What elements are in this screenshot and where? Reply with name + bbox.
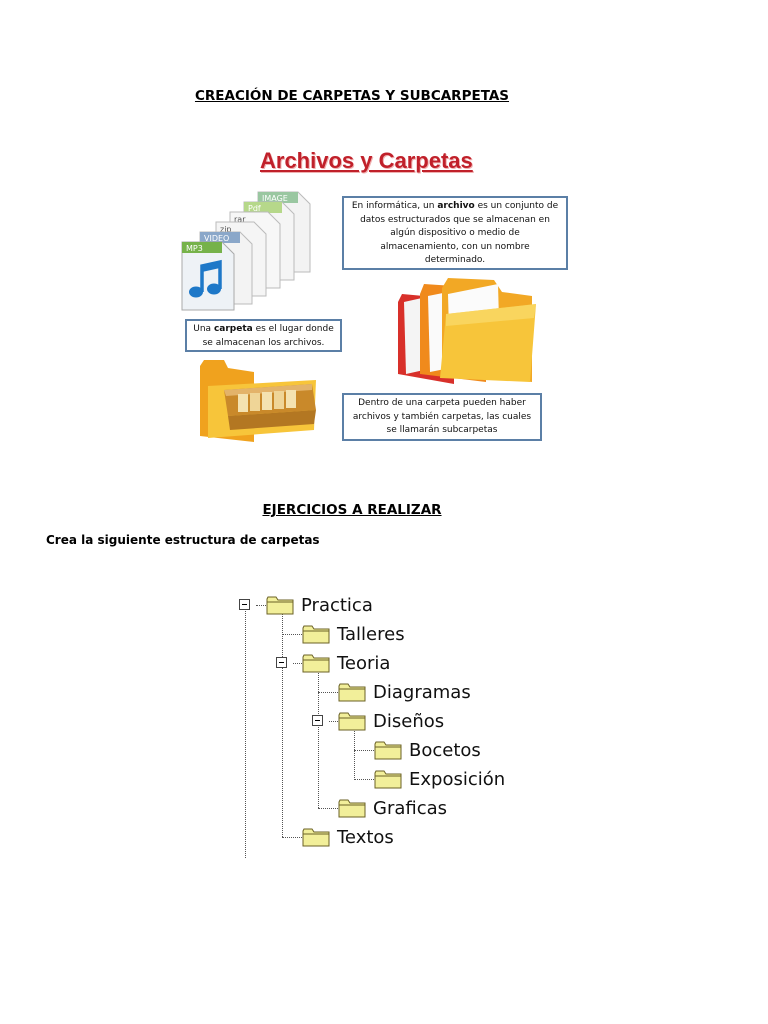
tree-connector (354, 750, 374, 751)
tree-label: Graficas (373, 797, 448, 819)
folder-tree: Practica Talleres Teoria Diagramas Diseñ… (230, 585, 530, 860)
tree-connector (282, 634, 302, 635)
file-label: IMAGE (262, 194, 288, 203)
folder-icon (266, 596, 294, 615)
tree-connector (282, 611, 283, 837)
tree-connector (354, 727, 355, 780)
exercises-title: EJERCICIOS A REALIZAR (262, 502, 442, 518)
folder-icon (374, 770, 402, 789)
file-label: MP3 (186, 244, 203, 253)
file-label: VIDEO (204, 234, 229, 243)
tree-label: Bocetos (409, 739, 481, 761)
file-label: zip (220, 225, 232, 234)
exercises-instruction: Crea la siguiente estructura de carpetas (46, 533, 320, 547)
tree-connector (329, 721, 338, 722)
callout-subcarpetas: Dentro de una carpeta pueden haber archi… (342, 393, 542, 441)
file-mp3-icon: MP3 (181, 241, 235, 311)
folder-icon (374, 741, 402, 760)
file-label: rar (234, 215, 246, 224)
tree-node-diagramas[interactable]: Diagramas (338, 679, 471, 705)
folder-icon (302, 625, 330, 644)
folders-illustration (398, 278, 536, 384)
tree-label: Teoria (337, 652, 391, 674)
tree-label: Diseños (373, 710, 445, 732)
tree-connector (354, 779, 374, 780)
infographic-title: Archivos y Carpetas (260, 148, 473, 173)
yellow-folder-icon (440, 278, 536, 382)
folder-icon (338, 683, 366, 702)
callout-carpeta: Una carpeta es el lugar donde se almacen… (185, 319, 342, 352)
tree-connector (318, 808, 338, 809)
infographic: Archivos y Carpetas IMAGE Pdf rar zip (172, 140, 568, 445)
tree-label: Diagramas (373, 681, 471, 703)
tree-node-teoria[interactable]: Teoria (302, 650, 390, 676)
folder-icon (338, 799, 366, 818)
tree-connector (293, 663, 302, 664)
tree-label: Textos (337, 826, 394, 848)
file-drawer-folder-icon (200, 360, 316, 442)
tree-label: Exposición (409, 768, 506, 790)
document-title: CREACIÓN DE CARPETAS Y SUBCARPETAS (194, 88, 510, 104)
file-stack-icon: IMAGE Pdf rar zip VIDEO (181, 191, 311, 311)
tree-connector (245, 600, 246, 858)
collapse-toggle-teoria[interactable] (276, 657, 287, 668)
tree-label: Practica (301, 594, 373, 616)
tree-connector (256, 605, 266, 606)
callout-archivo: En informática, un archivo es un conjunt… (342, 196, 568, 270)
tree-connector (318, 669, 319, 808)
file-label: Pdf (248, 204, 261, 213)
tree-label: Talleres (337, 623, 405, 645)
tree-node-bocetos[interactable]: Bocetos (374, 737, 481, 763)
tree-connector (318, 692, 338, 693)
tree-node-practica[interactable]: Practica (266, 592, 373, 618)
collapse-toggle-disenos[interactable] (312, 715, 323, 726)
folder-icon (338, 712, 366, 731)
tree-node-textos[interactable]: Textos (302, 824, 394, 850)
drawer-icon (224, 384, 316, 430)
tree-node-exposicion[interactable]: Exposición (374, 766, 505, 792)
folder-icon (302, 654, 330, 673)
tree-node-talleres[interactable]: Talleres (302, 621, 405, 647)
tree-connector (282, 837, 302, 838)
tree-node-graficas[interactable]: Graficas (338, 795, 447, 821)
folder-icon (302, 828, 330, 847)
collapse-toggle-practica[interactable] (239, 599, 250, 610)
tree-node-disenos[interactable]: Diseños (338, 708, 444, 734)
music-note-icon (189, 259, 222, 298)
